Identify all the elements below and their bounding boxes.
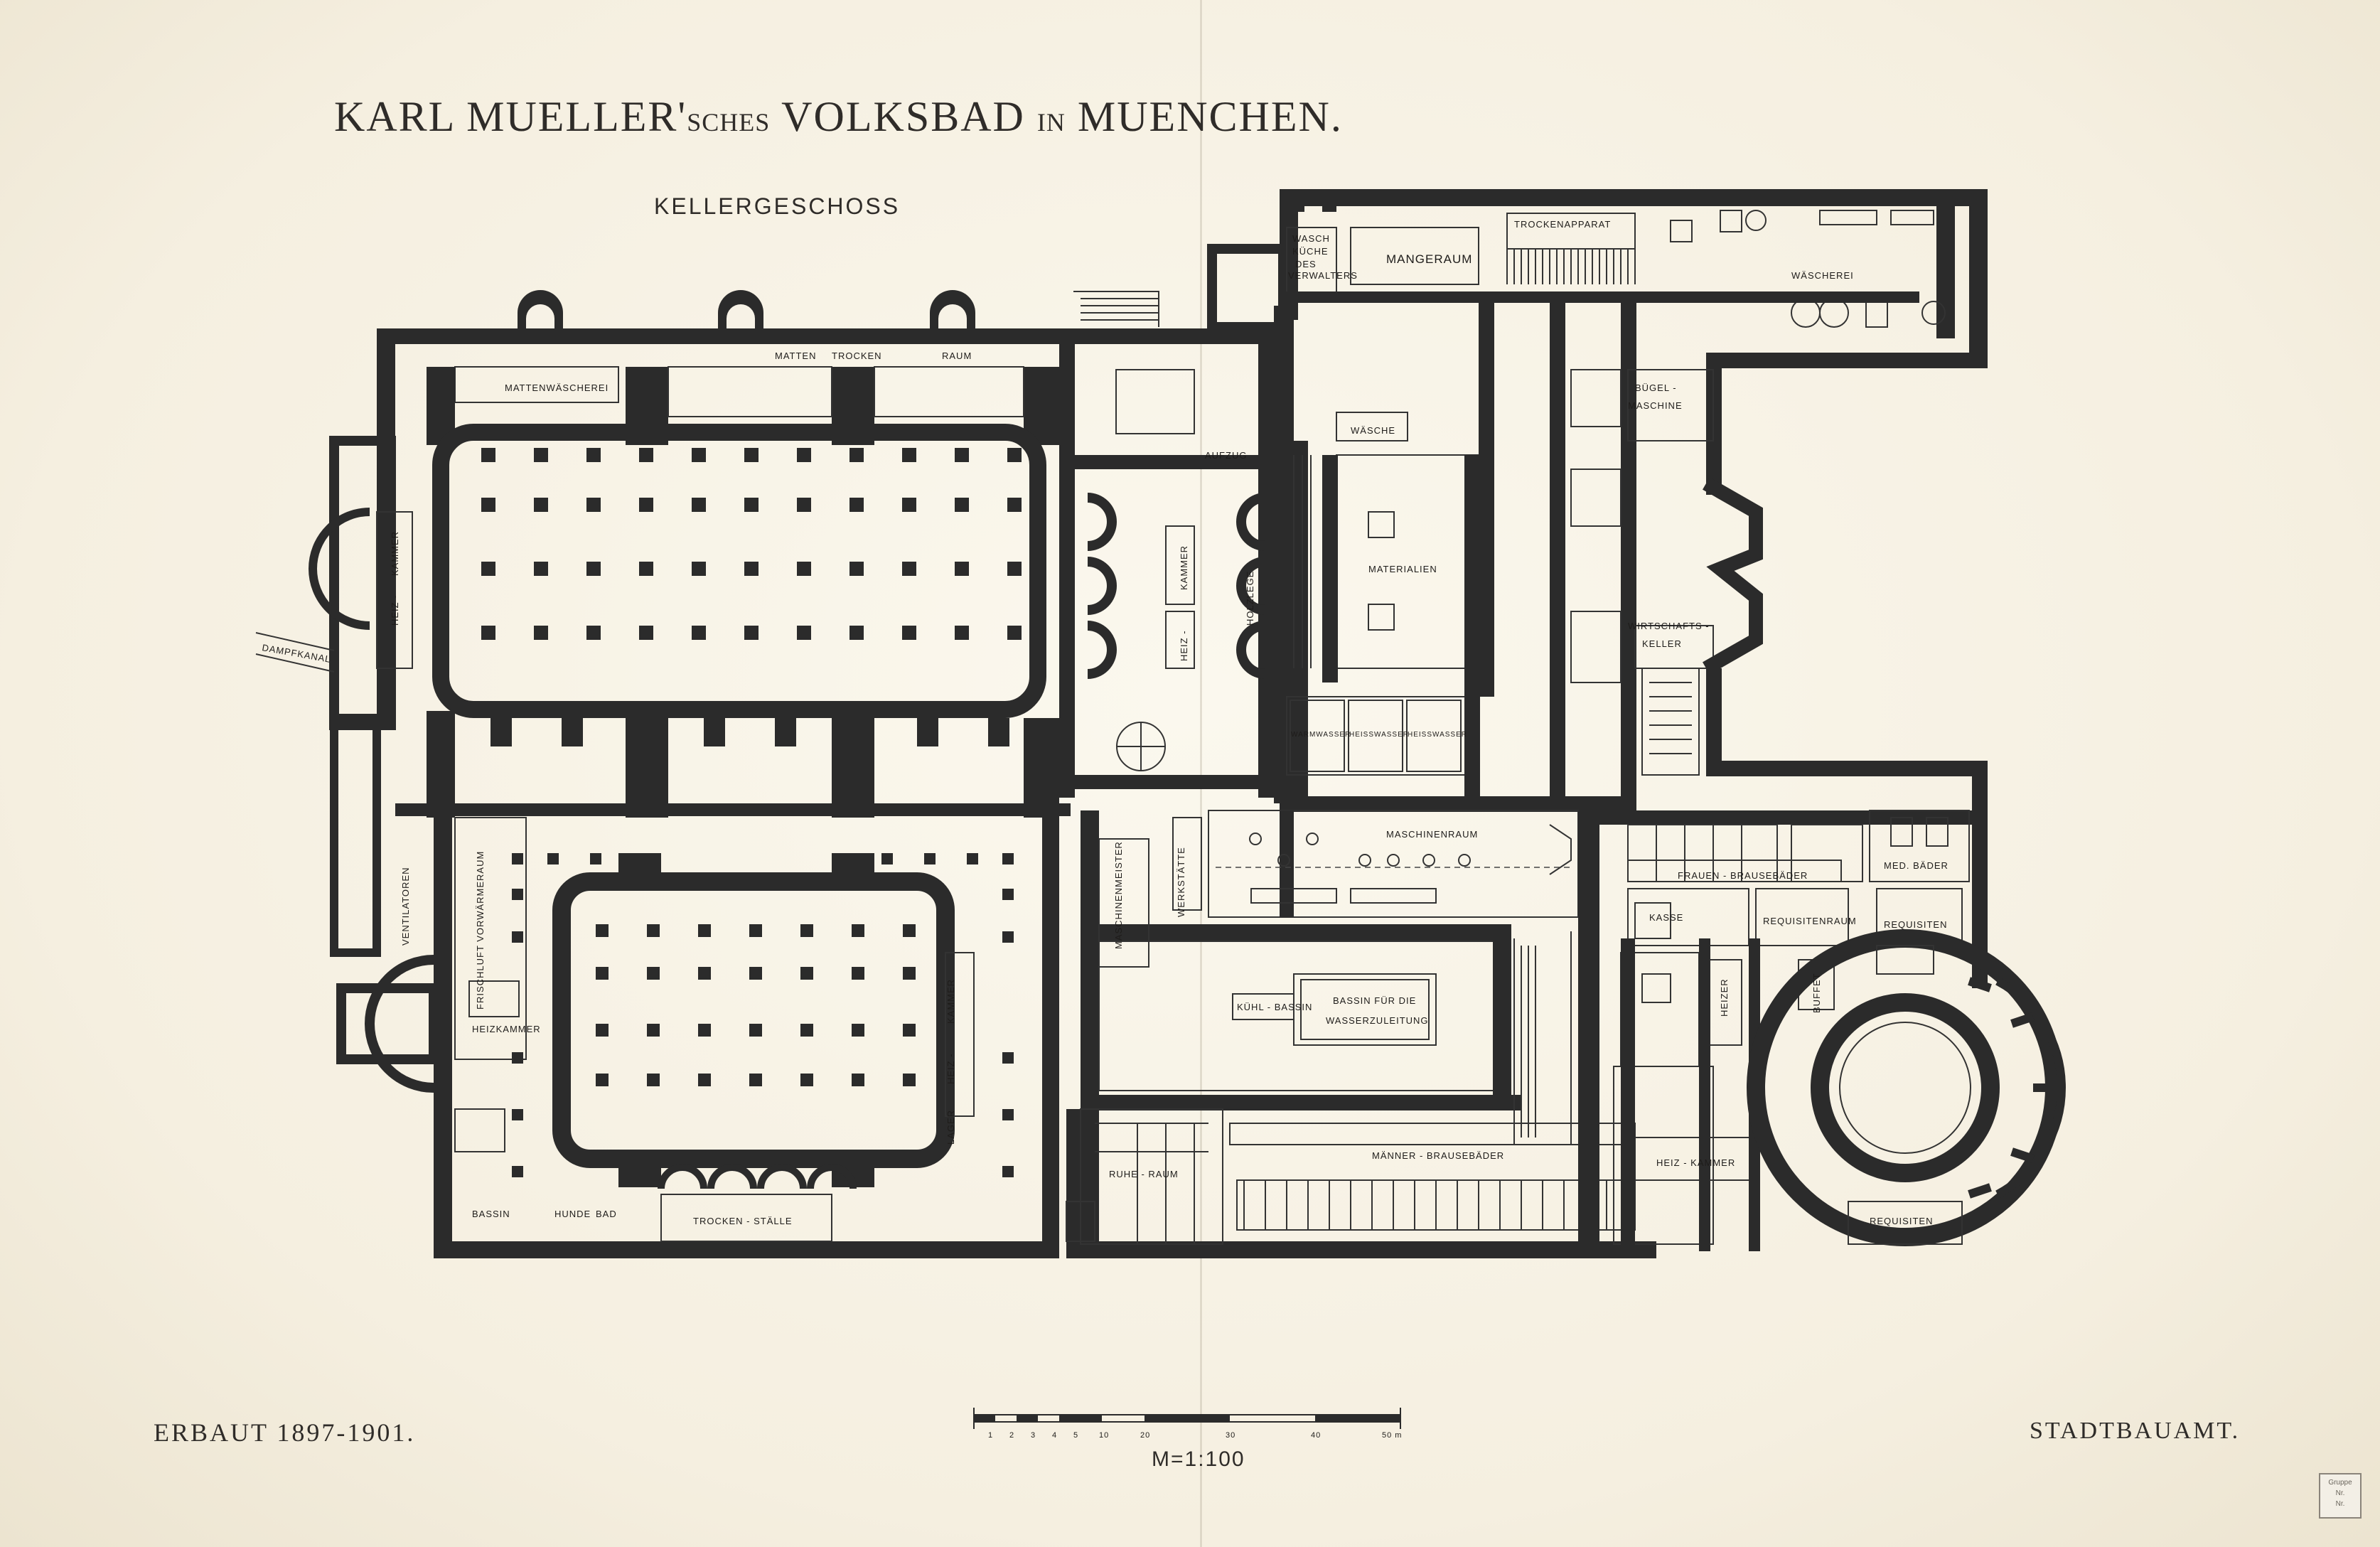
scale-tick-40: 40 — [1311, 1431, 1321, 1440]
label-maschinenmeister: MASCHINENMEISTER — [1113, 841, 1124, 949]
label-holzlege: HOLZLEGE — [1245, 571, 1255, 626]
label-ventilatoren: VENTILATOREN — [400, 867, 411, 946]
label-lager: LAGER — [945, 1110, 956, 1145]
label-kammer-left: KAMMER — [390, 531, 400, 576]
label-buegel-1: BÜGEL - — [1635, 382, 1677, 393]
label-heisswasser-2: HEISSWASSER — [1408, 731, 1467, 739]
scale-tick-2: 2 — [1009, 1431, 1014, 1440]
plan-title: KARL MUELLER'SCHES VOLKSBAD IN MUENCHEN. — [334, 93, 1343, 140]
label-hunde: HUNDE — [554, 1209, 591, 1219]
label-kuehl-bassin: KÜHL - BASSIN — [1237, 1002, 1312, 1012]
bassin-area — [1081, 810, 1572, 1251]
label-trockenapparat: TROCKENAPPARAT — [1514, 219, 1611, 230]
label-kammer-a: KAMMER — [1179, 545, 1189, 590]
label-heiz-a: HEIZ - — [1179, 630, 1189, 661]
label-bassin-fuer-1: BASSIN FÜR DIE — [1333, 995, 1416, 1006]
rotunda — [1747, 929, 2066, 1246]
label-heizkammer-small: HEIZKAMMER — [472, 1024, 541, 1034]
label-requisitenraum: REQUISITENRAUM — [1763, 916, 1857, 926]
label-heiz-left: HEIZ - — [390, 594, 400, 626]
label-matten: MATTEN — [775, 350, 816, 361]
label-waesche: WÄSCHE — [1351, 425, 1395, 436]
label-requisiten-a: REQUISITEN — [1884, 919, 1947, 930]
lower-centre — [1066, 810, 1656, 1258]
machine-block — [1280, 299, 1988, 988]
scale-tick-3: 3 — [1031, 1431, 1036, 1440]
label-warmwasser: WARMWASSER — [1291, 731, 1351, 739]
left-upper-hall — [377, 290, 1075, 818]
scale-tick-4: 4 — [1052, 1431, 1057, 1440]
scale-tick-20: 20 — [1140, 1431, 1150, 1440]
left-lower-hall — [365, 818, 1059, 1258]
label-bassin-fuer-2: WASSERZULEITUNG — [1326, 1015, 1429, 1026]
label-kammer-mid: KAMMER — [945, 979, 956, 1024]
scale-tick-50: 50 m — [1382, 1431, 1402, 1440]
scale-ratio: M=1:100 — [1152, 1447, 1245, 1471]
label-wasch-4: VERWALTERS — [1288, 270, 1358, 281]
scale-tick-5: 5 — [1073, 1431, 1078, 1440]
label-heisswasser-1: HEISSWASSER — [1349, 731, 1409, 739]
label-waescherei: WÄSCHEREI — [1791, 270, 1854, 281]
stamp-line-2: Nr. — [2335, 1489, 2345, 1497]
label-raum: RAUM — [942, 350, 972, 361]
label-frischluft: FRISCHLUFT VORWÄRMERAUM — [475, 851, 486, 1010]
floor-label: KELLERGESCHOSS — [654, 193, 901, 219]
label-heiz-kammer-right: HEIZ - KAMMER — [1656, 1157, 1735, 1168]
label-bassin: BASSIN — [472, 1209, 510, 1219]
label-buffet: BUFFET — [1811, 973, 1822, 1013]
built-years: ERBAUT 1897-1901. — [154, 1418, 416, 1447]
stamp-line-1: Gruppe — [2328, 1479, 2352, 1487]
label-wasch-3: DES — [1295, 259, 1317, 269]
label-frauen-brause: FRAUEN - BRAUSEBÄDER — [1678, 870, 1808, 881]
label-med-baeder: MED. BÄDER — [1884, 860, 1949, 871]
room-labels: MATTENWÄSCHEREI MATTEN TROCKEN RAUM HEIZ… — [261, 219, 1949, 1226]
label-trocken: TROCKEN — [832, 350, 882, 361]
label-heiz-mid: HEIZ - — [945, 1053, 956, 1084]
archive-stamp: Gruppe Nr. Nr. — [2319, 1473, 2362, 1519]
label-maschinenraum: MASCHINENRAUM — [1386, 829, 1478, 840]
label-wirtschafts-1: WIRTSCHAFTS - — [1628, 621, 1710, 631]
label-materialien: MATERIALIEN — [1368, 564, 1437, 574]
upper-hall-columns — [481, 448, 1022, 640]
label-kasse: KASSE — [1649, 912, 1683, 923]
centre-block — [1073, 244, 1294, 803]
scale-tick-1: 1 — [988, 1431, 993, 1440]
laundry-wing — [1280, 189, 1988, 495]
label-heizer: HEIZER — [1719, 978, 1730, 1017]
scale-bar: 1 2 3 4 5 10 20 30 40 50 m — [973, 1408, 1402, 1440]
label-mangelraum: MANGERAUM — [1386, 252, 1472, 266]
scale-tick-10: 10 — [1099, 1431, 1109, 1440]
scale-tick-30: 30 — [1226, 1431, 1235, 1440]
paper-fold-line — [1200, 0, 1202, 1547]
label-aufzug: AUFZUG — [1205, 450, 1247, 461]
label-maenner-brause: MÄNNER - BRAUSEBÄDER — [1372, 1150, 1504, 1161]
label-wasch-2: KÜCHE — [1292, 246, 1329, 257]
label-bad: BAD — [596, 1209, 617, 1219]
label-wirtschafts-2: KELLER — [1642, 638, 1682, 649]
maschinenraum — [1208, 810, 1579, 918]
label-mattenwaescherei: MATTENWÄSCHEREI — [505, 382, 609, 393]
label-ruhe-raum: RUHE - RAUM — [1109, 1169, 1179, 1179]
stamp-line-3: Nr. — [2335, 1500, 2345, 1508]
lower-hall-columns — [596, 924, 916, 1086]
city-office: STADTBAUAMT. — [2030, 1418, 2241, 1444]
label-werkstaette: WERKSTÄTTE — [1176, 847, 1186, 917]
label-buegel-2: MASCHINE — [1628, 400, 1683, 411]
label-requisiten-b: REQUISITEN — [1870, 1216, 1933, 1226]
label-wasch-1: WASCH — [1292, 233, 1330, 244]
label-trocken-staelle: TROCKEN - STÄLLE — [693, 1216, 793, 1226]
left-end-rooms — [255, 436, 527, 1064]
label-dampfkanal: DAMPFKANAL — [261, 642, 331, 665]
